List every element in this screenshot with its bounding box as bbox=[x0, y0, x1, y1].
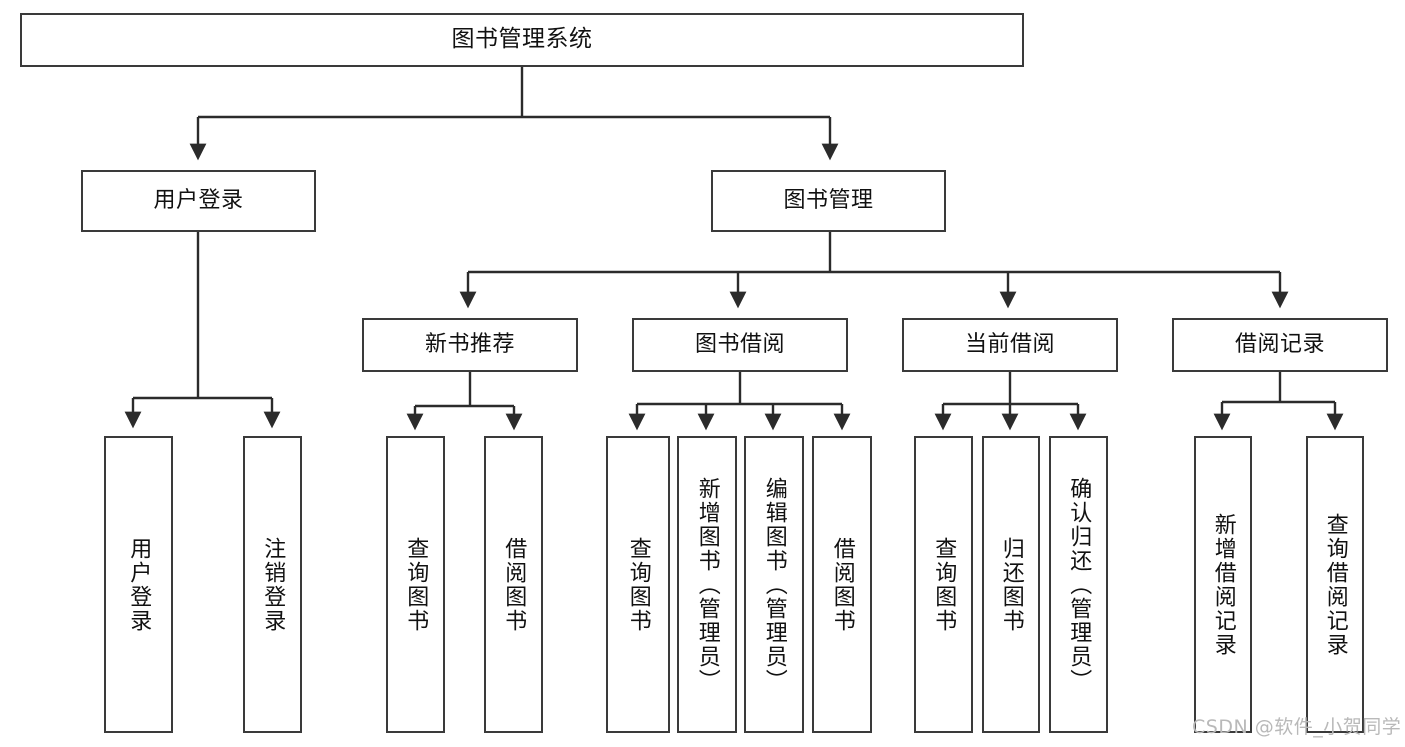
leaf-edit-book-label: 编辑图书（管理员） bbox=[761, 476, 787, 693]
leaf-query-record-label: 查询借阅记录 bbox=[1322, 512, 1348, 657]
node-user-login[interactable]: 用户登录 bbox=[81, 170, 316, 232]
leaf-query-book-1-label: 查询图书 bbox=[403, 536, 429, 633]
leaf-add-book-label: 新增图书（管理员） bbox=[694, 476, 720, 693]
node-book-borrow[interactable]: 图书借阅 bbox=[632, 318, 848, 372]
leaf-query-book-1[interactable]: 查询图书 bbox=[386, 436, 445, 733]
node-borrow-record-label: 借阅记录 bbox=[1234, 331, 1325, 357]
leaf-borrow-book-2-label: 借阅图书 bbox=[829, 536, 855, 633]
node-root-label: 图书管理系统 bbox=[451, 26, 593, 53]
node-new-book-recommend[interactable]: 新书推荐 bbox=[362, 318, 578, 372]
leaf-logout[interactable]: 注销登录 bbox=[243, 436, 302, 733]
node-user-login-label: 用户登录 bbox=[153, 187, 244, 213]
leaf-user-login-label: 用户登录 bbox=[126, 536, 152, 633]
leaf-query-book-2[interactable]: 查询图书 bbox=[606, 436, 670, 733]
node-book-manage[interactable]: 图书管理 bbox=[711, 170, 946, 232]
leaf-borrow-book-1[interactable]: 借阅图书 bbox=[484, 436, 543, 733]
leaf-confirm-return[interactable]: 确认归还（管理员） bbox=[1049, 436, 1108, 733]
leaf-add-record[interactable]: 新增借阅记录 bbox=[1194, 436, 1252, 733]
node-book-borrow-label: 图书借阅 bbox=[694, 331, 785, 357]
csdn-watermark: CSDN @软件_小贺同学 bbox=[1192, 716, 1402, 738]
leaf-user-login[interactable]: 用户登录 bbox=[104, 436, 173, 733]
leaf-edit-book[interactable]: 编辑图书（管理员） bbox=[744, 436, 804, 733]
node-new-book-recommend-label: 新书推荐 bbox=[424, 331, 515, 357]
leaf-query-record[interactable]: 查询借阅记录 bbox=[1306, 436, 1364, 733]
node-borrow-record[interactable]: 借阅记录 bbox=[1172, 318, 1388, 372]
leaf-return-book-label: 归还图书 bbox=[998, 536, 1024, 633]
leaf-query-book-3-label: 查询图书 bbox=[931, 536, 957, 633]
node-current-borrow[interactable]: 当前借阅 bbox=[902, 318, 1118, 372]
leaf-borrow-book-1-label: 借阅图书 bbox=[501, 536, 527, 633]
leaf-borrow-book-2[interactable]: 借阅图书 bbox=[812, 436, 872, 733]
node-root[interactable]: 图书管理系统 bbox=[20, 13, 1024, 67]
leaf-query-book-2-label: 查询图书 bbox=[625, 536, 651, 633]
node-book-manage-label: 图书管理 bbox=[783, 187, 874, 213]
leaf-confirm-return-label: 确认归还（管理员） bbox=[1066, 476, 1092, 693]
leaf-add-book[interactable]: 新增图书（管理员） bbox=[677, 436, 737, 733]
leaf-add-record-label: 新增借阅记录 bbox=[1210, 512, 1236, 657]
leaf-return-book[interactable]: 归还图书 bbox=[982, 436, 1040, 733]
leaf-query-book-3[interactable]: 查询图书 bbox=[914, 436, 973, 733]
leaf-logout-label: 注销登录 bbox=[260, 536, 286, 633]
node-current-borrow-label: 当前借阅 bbox=[964, 331, 1055, 357]
